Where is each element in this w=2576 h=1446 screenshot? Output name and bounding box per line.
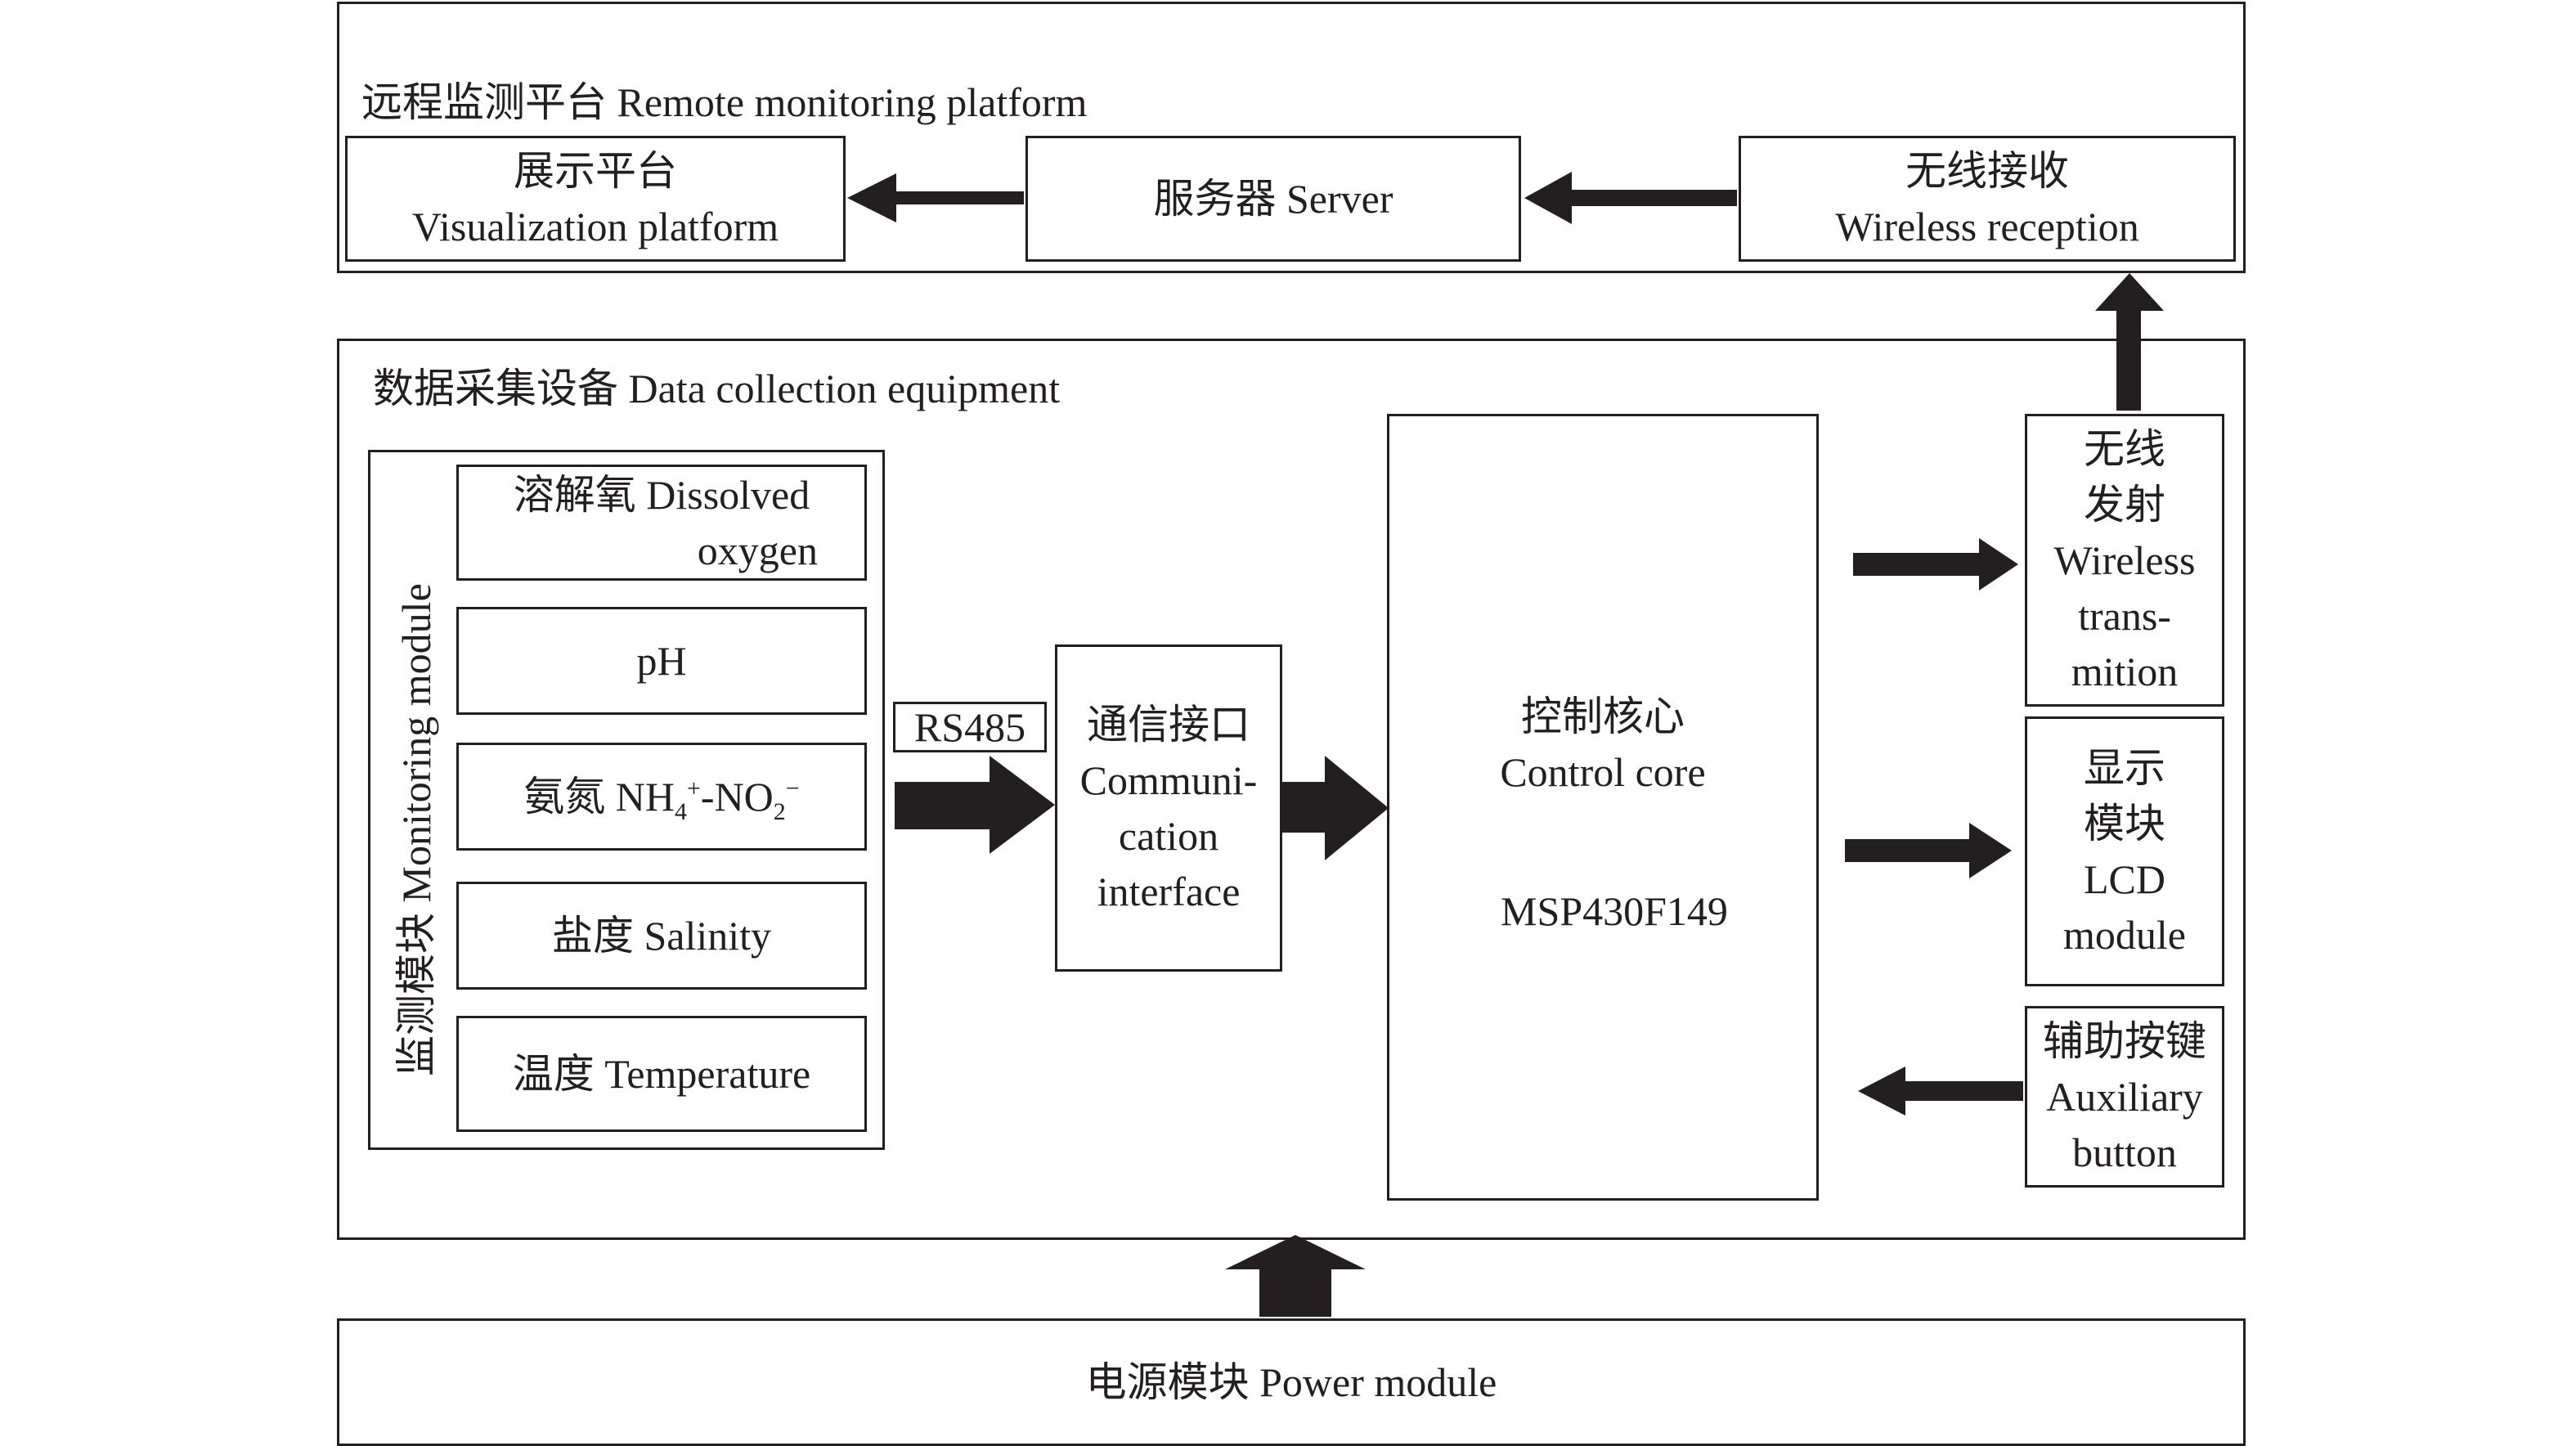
lcd-line3: LCD (2084, 856, 2165, 902)
power-module-box (337, 1318, 2246, 1446)
control-core-line1: 控制核心 (1521, 694, 1685, 739)
ph-text: pH (636, 638, 687, 684)
remote-platform-title: 远程监测平台 Remote monitoring platform (361, 79, 1088, 125)
dissolved-oxygen-line2: oxygen (697, 528, 818, 573)
sensor-ph (456, 607, 867, 715)
power-module-label: 电源模块 Power module (337, 1318, 2246, 1446)
server-text: 服务器 Server (1153, 176, 1393, 222)
arrow-core-to-lcd (1845, 823, 2012, 878)
lcd-line1: 显示 (2084, 745, 2165, 791)
dissolved-oxygen-line1: 溶解氧 Dissolved (513, 472, 810, 518)
sensor-ph-label: pH (456, 607, 867, 715)
wt-line3: Wireless (2053, 537, 2196, 583)
sensor-temperature-label: 温度 Temperature (456, 1016, 867, 1132)
arrow-server-to-visualization (847, 173, 1024, 222)
sensor-dissolved-oxygen (456, 465, 867, 581)
wireless-reception-box (1739, 136, 2236, 262)
server-box (1025, 136, 1521, 262)
arrow-button-to-core (1858, 1067, 2023, 1116)
control-core-label: 控制核心 Control core (1387, 687, 1819, 802)
power-module-text: 电源模块 Power module (1085, 1359, 1497, 1405)
lcd-module-label: 显示 模块 LCD module (2025, 716, 2224, 986)
arrow-power-to-collection (1225, 1235, 1366, 1317)
visualization-platform-label: 展示平台 Visualization platform (345, 136, 846, 262)
lcd-module-box (2025, 716, 2224, 986)
wireless-reception-line2: Wireless reception (1835, 204, 2139, 249)
control-core-chip: MSP430F149 (1398, 882, 1830, 941)
aux-line1: 辅助按键 (2043, 1018, 2206, 1064)
sensor-salinity-label: 盐度 Salinity (456, 882, 867, 990)
communication-interface-label: 通信接口 Communi- cation interface (1055, 644, 1282, 972)
arrow-core-to-transmission (1853, 538, 2018, 591)
arrow-rs485-to-interface (895, 756, 1055, 854)
ammonia-formula: 氨氮 NH4+-NO2− (523, 774, 800, 825)
comm-line3: cation (1118, 813, 1219, 859)
arrow-transmission-to-reception (2095, 273, 2164, 411)
sensor-ammonia-nitrogen-label: 氨氮 NH4+-NO2− (456, 743, 867, 851)
comm-line1: 通信接口 (1087, 702, 1250, 748)
arrow-interface-to-core (1282, 756, 1389, 860)
temperature-text: 温度 Temperature (512, 1051, 811, 1097)
control-core-box (1387, 414, 1819, 1201)
rs485-label-box (893, 702, 1047, 752)
sensor-ammonia-nitrogen (456, 743, 867, 851)
communication-interface-box (1055, 644, 1282, 972)
sensor-temperature (456, 1016, 867, 1132)
salinity-text: 盐度 Salinity (551, 913, 772, 959)
server-label: 服务器 Server (1025, 136, 1521, 262)
aux-line3: button (2072, 1129, 2177, 1175)
wireless-reception-label: 无线接收 Wireless reception (1739, 136, 2236, 262)
wt-line2: 发射 (2084, 482, 2165, 528)
wt-line5: mition (2071, 649, 2179, 694)
wireless-transmission-label: 无线 发射 Wireless trans- mition (2025, 414, 2224, 707)
rs485-text: RS485 (913, 704, 1026, 750)
wireless-transmission-box (2025, 414, 2224, 707)
auxiliary-button-label: 辅助按键 Auxiliary button (2025, 1006, 2224, 1188)
arrow-reception-to-server (1524, 172, 1737, 224)
wireless-reception-line1: 无线接收 (1905, 148, 2069, 194)
wt-line1: 无线 (2084, 426, 2165, 472)
aux-line2: Auxiliary (2046, 1074, 2203, 1120)
wt-line4: trans- (2078, 593, 2171, 639)
control-core-model: MSP430F149 (1501, 888, 1728, 934)
auxiliary-button-box (2025, 1006, 2224, 1188)
visualization-platform-box (345, 136, 846, 262)
sensor-dissolved-oxygen-label: 溶解氧 Dissolved oxygen (456, 465, 867, 581)
rs485-label: RS485 (893, 702, 1047, 752)
control-core-line2: Control core (1500, 749, 1706, 795)
visualization-line1: 展示平台 (514, 148, 677, 194)
visualization-line2: Visualization platform (411, 204, 779, 249)
comm-line2: Communi- (1079, 757, 1258, 803)
lcd-line4: module (2063, 912, 2186, 958)
lcd-line2: 模块 (2084, 801, 2165, 846)
sensor-salinity (456, 882, 867, 990)
comm-line4: interface (1097, 869, 1241, 914)
data-collection-title: 数据采集设备 Data collection equipment (373, 366, 1061, 411)
